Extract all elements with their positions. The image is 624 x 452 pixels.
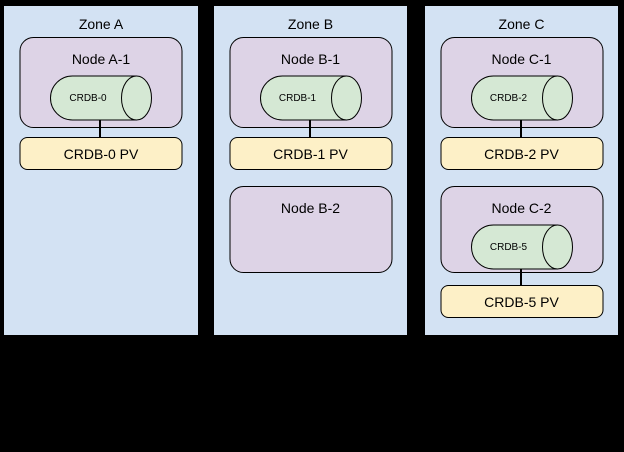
connector-pod-to-pv [520, 269, 522, 286]
pod-crdb-0: CRDB-0 [50, 75, 153, 121]
database-cylinder-icon [50, 75, 152, 121]
zone-b: Zone B Node B-1 CRDB-1 CRDB-1 PV Node B-… [213, 5, 408, 336]
database-cylinder-icon [470, 75, 573, 121]
node-c1: Node C-1 CRDB-2 [440, 37, 603, 128]
connector-pod-to-pv [520, 120, 522, 137]
pv-crdb-2-label: CRDB-2 PV [484, 145, 559, 162]
node-c1-title: Node C-1 [491, 51, 552, 67]
pv-crdb-1-label: CRDB-1 PV [273, 145, 348, 162]
connector-pod-to-pv [309, 120, 311, 137]
zone-a-title: Zone A [78, 16, 124, 32]
pv-crdb-1: CRDB-1 PV [229, 137, 392, 170]
pv-crdb-5: CRDB-5 PV [440, 285, 603, 318]
node-b1-title: Node B-1 [280, 51, 341, 67]
zone-c: Zone C Node C-1 CRDB-2 CRDB-2 PV Node C-… [424, 5, 619, 336]
zone-b-title: Zone B [287, 16, 334, 32]
pod-crdb-5-label: CRDB-5 [489, 241, 528, 253]
database-cylinder-icon [259, 75, 362, 121]
node-b2: Node B-2 [229, 186, 392, 273]
node-a1: Node A-1 CRDB-0 [19, 37, 183, 128]
node-b2-title: Node B-2 [280, 200, 341, 216]
pv-crdb-0: CRDB-0 PV [19, 137, 183, 170]
node-b1: Node B-1 CRDB-1 [229, 37, 392, 128]
node-a1-title: Node A-1 [71, 51, 131, 67]
connector-pod-to-pv [99, 120, 101, 137]
node-c2: Node C-2 CRDB-5 [440, 186, 603, 273]
node-c2-title: Node C-2 [491, 200, 552, 216]
database-cylinder-icon [470, 224, 573, 270]
pv-crdb-5-label: CRDB-5 PV [484, 293, 559, 310]
pod-crdb-1-label: CRDB-1 [278, 92, 317, 104]
pod-crdb-5: CRDB-5 [470, 224, 573, 270]
zone-a: Zone A Node A-1 CRDB-0 CRDB-0 PV [3, 5, 199, 336]
pod-crdb-0-label: CRDB-0 [69, 92, 107, 104]
pod-crdb-2-label: CRDB-2 [489, 92, 528, 104]
zone-c-title: Zone C [498, 16, 545, 32]
pv-crdb-0-label: CRDB-0 PV [63, 145, 139, 162]
pod-crdb-2: CRDB-2 [470, 75, 573, 121]
pv-crdb-2: CRDB-2 PV [440, 137, 603, 170]
pod-crdb-1: CRDB-1 [259, 75, 362, 121]
